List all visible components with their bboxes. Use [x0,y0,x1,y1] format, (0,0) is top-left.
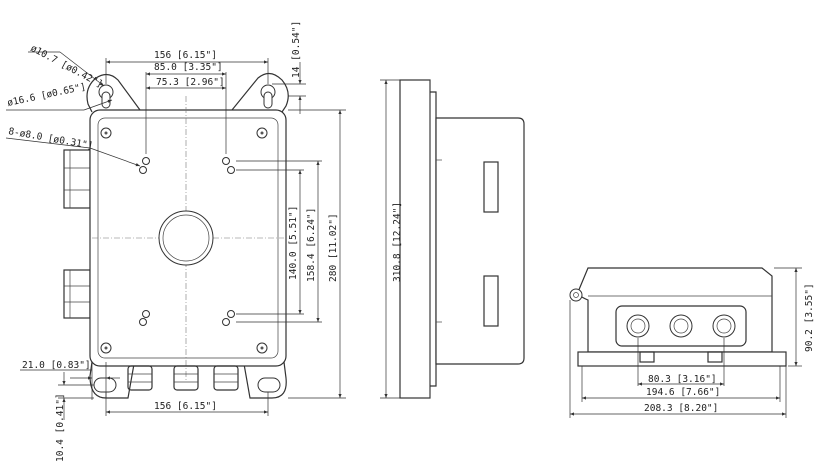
corner-screws [100,127,268,354]
dim-14: 14 [0.54"] [291,21,302,78]
top-left-ear [86,73,141,113]
side-boss-bottom [483,275,499,327]
mounting-holes [139,157,235,326]
dim-hole-10-7: ø10.7 [ø0.42"] [29,43,105,90]
dim-21: 21.0 [0.83"] [22,360,91,371]
dim-208-3: 208.3 [8.20"] [644,403,718,414]
dim-75-3: 75.3 [2.96"] [156,77,225,88]
front-view: 156 [6.15"] 85.0 [3.35"] 75.3 [2.96"] 14… [5,21,346,462]
dim-140: 140.0 [5.51"] [288,206,299,280]
top-right-ear [231,72,289,113]
dim-hole-16-6: ø16.6 [ø0.65"] [6,82,87,109]
dim-156-top: 156 [6.15"] [154,50,217,61]
dim-158-4: 158.4 [6.24"] [306,208,317,282]
dim-310-8: 310.8 [12.24"] [392,202,403,282]
bottom-right-slot [257,377,281,393]
dim-156-bottom: 156 [6.15"] [154,401,217,412]
dim-85: 85.0 [3.35"] [154,62,223,73]
dim-10-4: 10.4 [0.41"] [55,393,66,462]
dim-holes-8x8: 8-ø8.0 [ø0.31"] [7,126,93,152]
left-bosses [63,149,91,319]
bottom-right-ear [243,361,287,399]
bottom-gland-plate [615,305,747,347]
side-view: 310.8 [12.24"] [380,79,525,399]
dim-194-6: 194.6 [7.66"] [646,387,720,398]
dim-90-2: 90.2 [3.55"] [804,283,815,352]
bottom-body [577,267,773,353]
side-body [435,117,525,365]
bottom-left-slot [93,377,117,393]
bottom-base [577,351,787,367]
keyhole-left [98,84,114,109]
bottom-view: 90.2 [3.55"] 80.3 [3.16"] 194.6 [7.66"] … [569,267,815,418]
dim-280: 280 [11.02"] [328,213,339,282]
side-boss-top [483,161,499,213]
dim-80-3: 80.3 [3.16"] [648,374,717,385]
bottom-ear-hole [569,288,583,302]
cable-entry-hole [158,210,214,266]
keyhole-right [260,84,276,109]
cable-glands [127,365,239,391]
side-plate [399,79,431,399]
